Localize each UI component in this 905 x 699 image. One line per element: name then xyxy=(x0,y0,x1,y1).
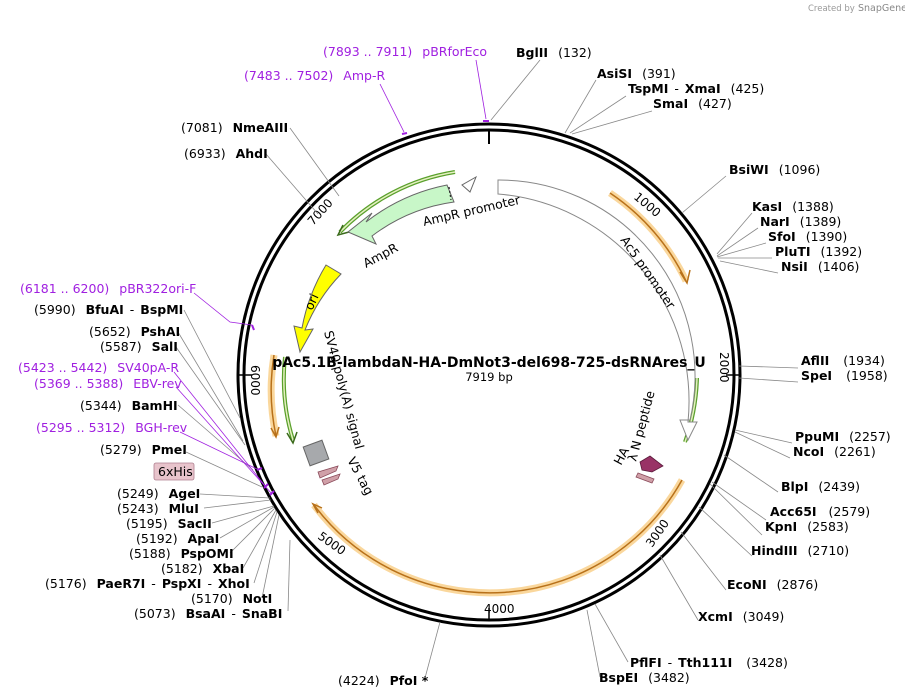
v5-tag-shape xyxy=(317,465,339,479)
site-xbai[interactable]: (5182)XbaI xyxy=(161,561,244,576)
primer-marks xyxy=(251,120,489,496)
site-pluti[interactable]: PluTI(1392) xyxy=(775,244,862,259)
site-smai[interactable]: SmaI(427) xyxy=(653,96,732,111)
plasmid-length: 7919 bp xyxy=(465,370,513,384)
ac5-promoter-arrow xyxy=(497,179,698,442)
site-apai[interactable]: (5192)ApaI xyxy=(136,531,219,546)
ha-tag-shape xyxy=(639,455,664,473)
site-sacii[interactable]: (5195)SacII xyxy=(126,516,212,531)
site-spei[interactable]: SpeI(1958) xyxy=(801,368,888,383)
feature-labels: AmpR promoter AmpR ori Ac5 promoter SV40… xyxy=(301,192,679,498)
site-xcmi[interactable]: XcmI(3049) xyxy=(698,609,784,624)
primer-bgh-rev[interactable]: (5295 .. 5312)BGH-rev xyxy=(36,420,188,435)
primer-leaders xyxy=(173,59,487,495)
his-tag-box[interactable] xyxy=(153,462,195,481)
site-bglii[interactable]: BglII(132) xyxy=(516,45,592,60)
site-ncoi[interactable]: NcoI(2261) xyxy=(793,444,876,459)
site-sfoi[interactable]: SfoI(1390) xyxy=(768,229,847,244)
primer-ebv-rev[interactable]: (5369 .. 5388)EBV-rev xyxy=(34,376,182,391)
site-nari[interactable]: NarI(1389) xyxy=(760,214,841,229)
site-noti[interactable]: (5170)NotI xyxy=(191,591,272,606)
tick-2000: 2000 xyxy=(717,352,731,383)
site-nmeaiii[interactable]: (7081)NmeAIII xyxy=(181,120,288,135)
site-blpi[interactable]: BlpI(2439) xyxy=(781,479,860,494)
plasmid-name: pAc5.1B-lambdaN-HA-DmNot3-del698-725-dsR… xyxy=(272,355,706,371)
lambda-n-shape xyxy=(635,472,655,484)
primer-amp-r[interactable]: (7483 .. 7502)Amp-R xyxy=(244,68,385,83)
primer-pbrforeco[interactable]: (7893 .. 7911)pBRforEco xyxy=(323,44,487,59)
sv40-polya-box xyxy=(302,439,330,467)
label-v5: V5 tag xyxy=(344,454,376,497)
site-bsaai-snabi[interactable]: (5073)BsaAI-SnaBI xyxy=(134,606,282,621)
site-bspei[interactable]: BspEI(3482) xyxy=(599,670,690,685)
site-ahdi[interactable]: (6933)AhdI xyxy=(184,146,268,161)
site-econi[interactable]: EcoNI(2876) xyxy=(727,577,818,592)
ori-arrow xyxy=(293,264,342,354)
label-ampr: AmpR xyxy=(360,240,400,271)
label-ac5-promoter: Ac5 promoter xyxy=(618,233,680,312)
site-asisi[interactable]: AsiSI(391) xyxy=(597,66,676,81)
credit-brand[interactable]: SnapGene xyxy=(858,3,905,14)
label-lambda-n: λ N peptide xyxy=(624,389,657,463)
credit-text: Created by xyxy=(808,4,855,14)
site-kasi[interactable]: KasI(1388) xyxy=(752,199,834,214)
site-labels: BglII(132) AsiSI(391) TspMI-XmaI(425) Sm… xyxy=(34,45,891,688)
site-bfuai-bspmi[interactable]: (5990)BfuAI-BspMI xyxy=(34,302,183,317)
site-pflfi-tth111i[interactable]: PflFI-Tth111I(3428) xyxy=(630,655,788,670)
site-xhoi[interactable]: (5176)PaeR7I-PspXI-XhoI xyxy=(45,576,250,591)
site-hindiii[interactable]: HindIII(2710) xyxy=(751,543,849,558)
primer-labels: (7893 .. 7911)pBRforEco (7483 .. 7502)Am… xyxy=(18,44,487,435)
tick-4000: 4000 xyxy=(484,602,515,616)
site-pspomi[interactable]: (5188)PspOMI xyxy=(129,546,234,561)
site-pmei[interactable]: (5279)PmeI xyxy=(100,442,187,457)
site-agei[interactable]: (5249)AgeI xyxy=(117,486,200,501)
label-ori: ori xyxy=(301,291,321,312)
site-bsiwi[interactable]: BsiWI(1096) xyxy=(729,162,820,177)
site-acc65i[interactable]: Acc65I(2579) xyxy=(770,504,870,519)
site-sali[interactable]: (5587)SalI xyxy=(100,339,178,354)
primer-sv40pa-r[interactable]: (5423 .. 5442)SV40pA-R xyxy=(18,360,179,375)
site-bamhi[interactable]: (5344)BamHI xyxy=(80,398,178,413)
site-leaders xyxy=(175,59,799,679)
feature-arcs xyxy=(267,170,699,597)
ampr-promoter-arrow xyxy=(461,175,477,193)
site-ppumi[interactable]: PpuMI(2257) xyxy=(795,429,891,444)
ampr-arrow xyxy=(347,184,455,245)
site-tspmi-xmai[interactable]: TspMI-XmaI(425) xyxy=(628,81,764,96)
site-nsii[interactable]: NsiI(1406) xyxy=(781,259,859,274)
ticks xyxy=(238,130,740,620)
primer-pbr322ori-f[interactable]: (6181 .. 6200)pBR322ori-F xyxy=(20,281,196,296)
site-aflii[interactable]: AflII(1934) xyxy=(801,353,885,368)
site-pshai[interactable]: (5652)PshAI xyxy=(89,324,180,339)
site-mlui[interactable]: (5243)MluI xyxy=(117,501,199,516)
tick-6000: 6000 xyxy=(248,365,262,396)
site-kpni[interactable]: KpnI(2583) xyxy=(765,519,849,534)
label-sv40: SV40 poly(A) signal xyxy=(321,329,367,451)
site-pfoi[interactable]: (4224)PfoI * xyxy=(338,673,429,688)
his-tag-label: 6xHis xyxy=(158,464,193,479)
inner-features xyxy=(293,175,698,486)
